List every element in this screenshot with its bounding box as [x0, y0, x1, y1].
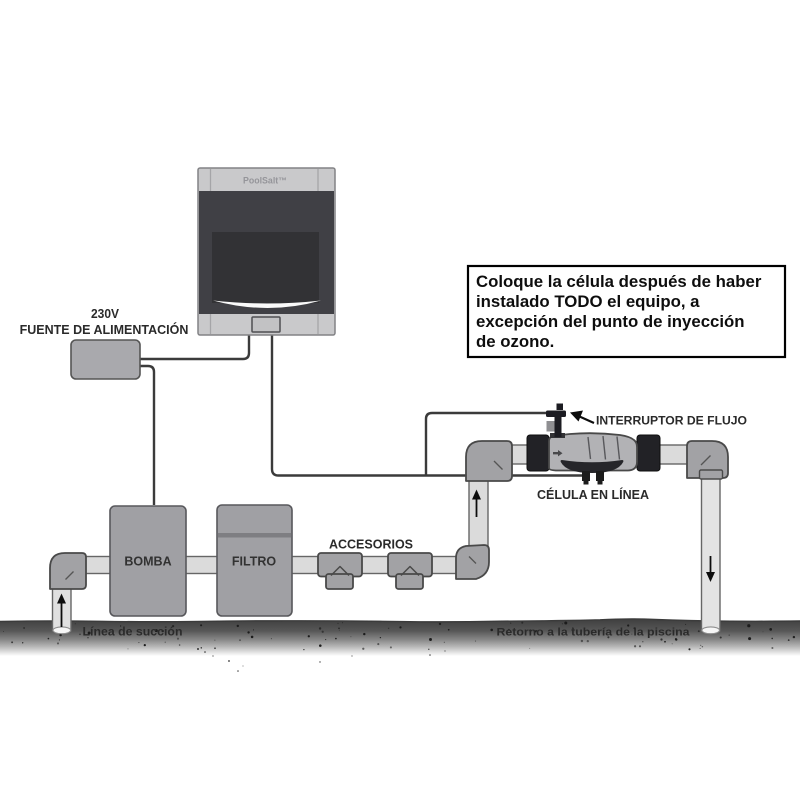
svg-text:230V: 230V	[91, 306, 119, 321]
svg-text:FILTRO: FILTRO	[232, 555, 276, 569]
svg-text:CÉLULA EN LÍNEA: CÉLULA EN LÍNEA	[537, 487, 649, 502]
svg-text:Retorno a la tubería de la pis: Retorno a la tubería de la piscina	[497, 627, 691, 639]
svg-text:Coloque la célula después de h: Coloque la célula después de haber	[476, 272, 762, 291]
svg-text:BOMBA: BOMBA	[124, 555, 171, 569]
svg-text:instalado TODO el equipo, a: instalado TODO el equipo, a	[476, 292, 700, 311]
svg-text:de ozono.: de ozono.	[476, 332, 554, 351]
svg-text:PoolSalt™: PoolSalt™	[243, 176, 287, 186]
svg-text:Línea de succión: Línea de succión	[83, 625, 183, 639]
svg-text:excepción del punto de inyecci: excepción del punto de inyección	[476, 312, 745, 331]
svg-text:FUENTE DE ALIMENTACIÓN: FUENTE DE ALIMENTACIÓN	[20, 322, 189, 337]
svg-text:INTERRUPTOR DE FLUJO: INTERRUPTOR DE FLUJO	[596, 416, 747, 428]
svg-text:ACCESORIOS: ACCESORIOS	[329, 538, 413, 552]
